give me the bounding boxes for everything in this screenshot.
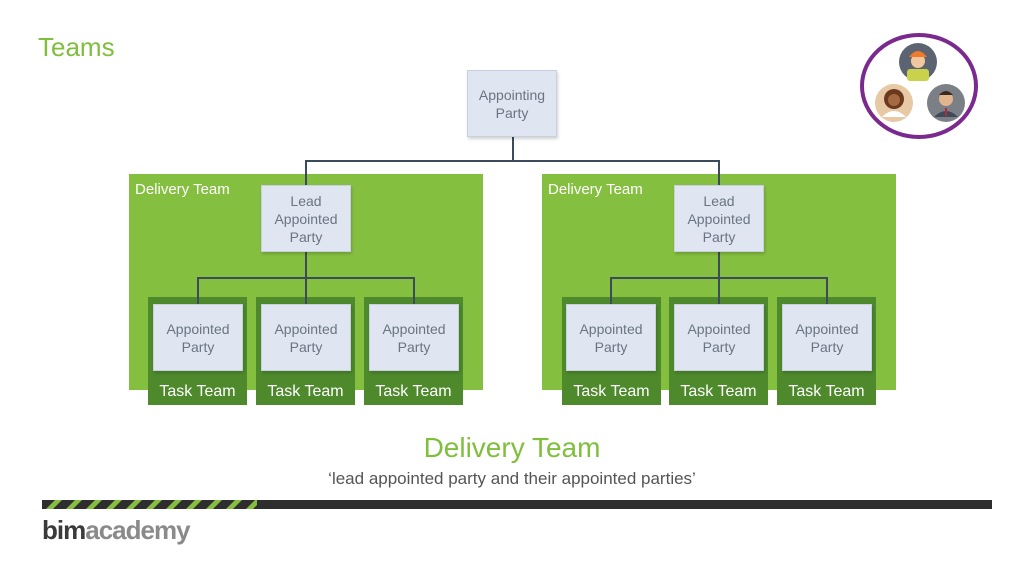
task-team-label: Task Team: [573, 383, 650, 400]
appointed-party-node: Appointed Party: [369, 304, 459, 371]
page-title: Teams: [38, 32, 115, 62]
appointed-party-node: Appointed Party: [674, 304, 764, 371]
appointed-party-node: Appointed Party: [782, 304, 872, 371]
footer-stripe-bar: [42, 500, 992, 509]
appointed-party-node: Appointed Party: [566, 304, 656, 371]
connector-line: [512, 137, 514, 161]
connector-line: [197, 277, 199, 304]
task-team-label: Task Team: [375, 383, 452, 400]
lead-appointed-party-node: Lead Appointed Party: [674, 185, 764, 252]
task-team-label: Task Team: [788, 383, 865, 400]
man-avatar-icon: [927, 84, 965, 122]
connector-line: [610, 277, 828, 279]
appointing-party-node: Appointing Party: [467, 70, 557, 137]
delivery-team-label-right: Delivery Team: [548, 181, 643, 198]
task-team-label: Task Team: [267, 383, 344, 400]
logo-part-bim: bim: [42, 515, 86, 545]
logo-part-academy: academy: [85, 515, 190, 545]
team-avatars-icon: [860, 33, 978, 139]
engineer-avatar-icon: [899, 43, 937, 81]
task-team-label: Task Team: [159, 383, 236, 400]
caption-title: Delivery Team: [423, 432, 601, 463]
connector-line: [718, 160, 720, 186]
connector-line: [305, 160, 720, 162]
bimacademy-logo: bimacademy: [42, 515, 191, 546]
connector-line: [197, 277, 415, 279]
connector-line: [610, 277, 612, 304]
caption-subtitle: ‘lead appointed party and their appointe…: [328, 469, 696, 488]
woman-avatar-icon: [875, 84, 913, 122]
delivery-team-label-left: Delivery Team: [135, 181, 230, 198]
appointed-party-node: Appointed Party: [261, 304, 351, 371]
task-team-label: Task Team: [680, 383, 757, 400]
connector-line: [413, 277, 415, 304]
connector-line: [305, 160, 307, 186]
appointed-party-node: Appointed Party: [153, 304, 243, 371]
connector-line: [826, 277, 828, 304]
lead-appointed-party-node: Lead Appointed Party: [261, 185, 351, 252]
